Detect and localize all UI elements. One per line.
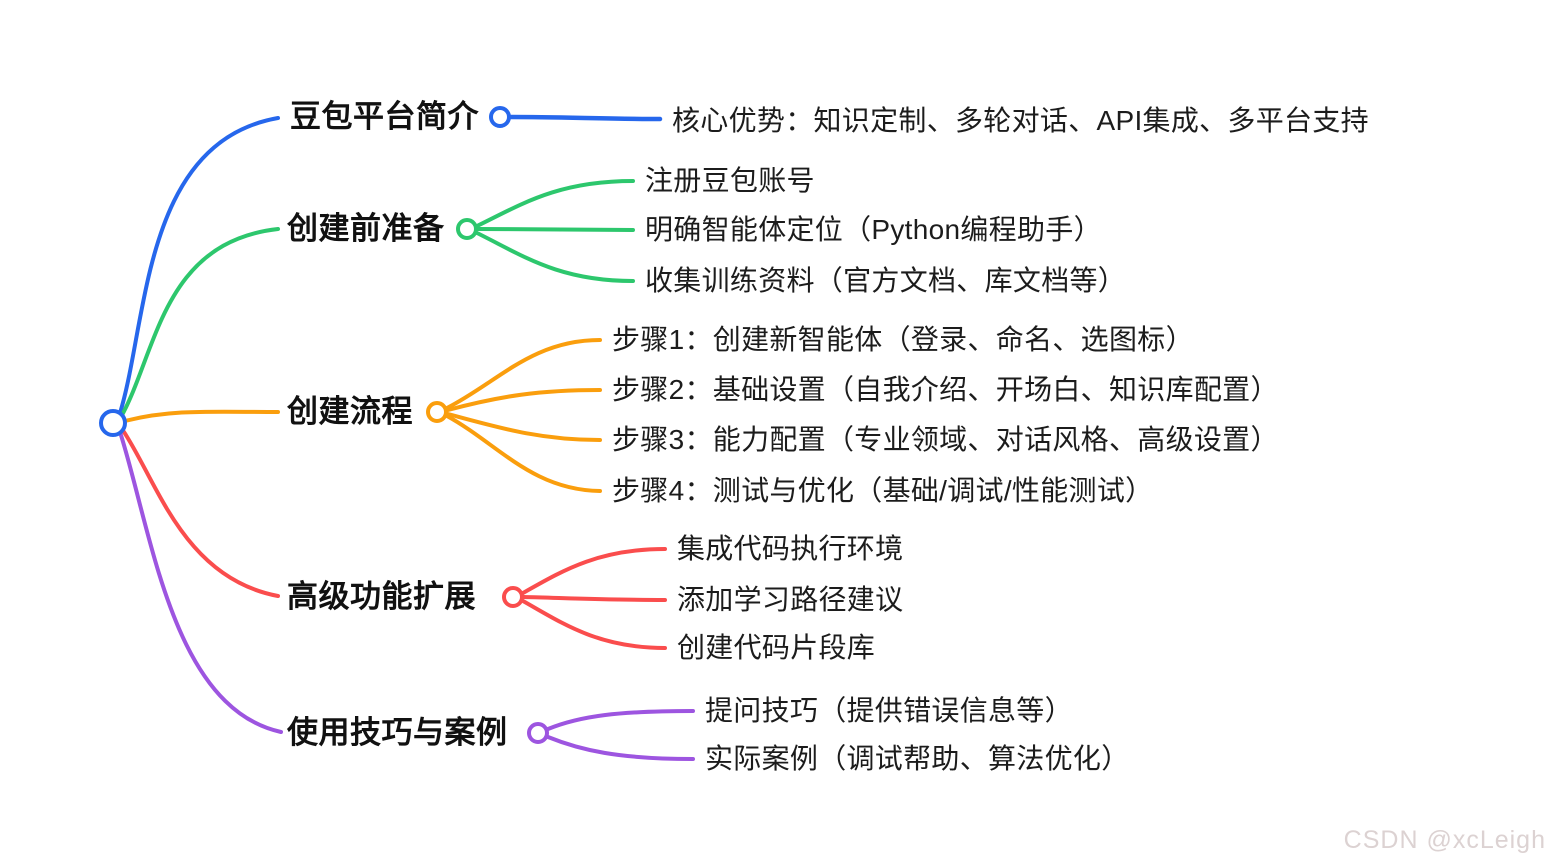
leaf-register-account[interactable]: 注册豆包账号 xyxy=(645,164,815,196)
edge-branch3-leaf3 xyxy=(446,412,602,442)
edge-root-to-branch4 xyxy=(120,427,280,598)
edge-branch3-leaf2 xyxy=(446,388,602,412)
branch2-node-toggle[interactable] xyxy=(456,218,478,240)
branch1-node-toggle[interactable] xyxy=(489,106,511,128)
edge-branch1-leaf1 xyxy=(508,114,663,122)
edge-branch5-leaf2 xyxy=(546,735,695,761)
branch-label-preparation[interactable]: 创建前准备 xyxy=(287,211,445,247)
leaf-step2-basic-settings[interactable]: 步骤2：基础设置（自我介绍、开场白、知识库配置） xyxy=(612,373,1279,405)
leaf-practical-cases[interactable]: 实际案例（调试帮助、算法优化） xyxy=(705,742,1130,774)
edge-branch4-leaf1 xyxy=(521,547,667,595)
edge-branch4-leaf2 xyxy=(522,595,667,602)
edge-root-to-branch5 xyxy=(118,430,283,734)
csdn-watermark: CSDN @xcLeigh xyxy=(1343,826,1546,854)
root-node-circle[interactable] xyxy=(99,409,127,437)
leaf-collect-training-material[interactable]: 收集训练资料（官方文档、库文档等） xyxy=(645,264,1127,296)
leaf-define-agent-position[interactable]: 明确智能体定位（Python编程助手） xyxy=(645,213,1102,245)
edge-root-to-branch2 xyxy=(119,227,280,419)
branch3-node-toggle[interactable] xyxy=(426,401,448,423)
edge-branch2-leaf1 xyxy=(475,179,635,228)
edge-root-to-branch3 xyxy=(123,409,280,423)
branch-label-platform-intro[interactable]: 豆包平台简介 xyxy=(290,99,479,135)
branch-label-creation-flow[interactable]: 创建流程 xyxy=(287,394,413,430)
edge-branch2-leaf3 xyxy=(475,231,635,283)
edge-branch4-leaf3 xyxy=(521,599,667,650)
edge-branch3-leaf4 xyxy=(445,414,602,493)
leaf-question-skills[interactable]: 提问技巧（提供错误信息等） xyxy=(705,694,1073,726)
leaf-core-advantages[interactable]: 核心优势：知识定制、多轮对话、API集成、多平台支持 xyxy=(672,104,1369,136)
branch-label-advanced-features[interactable]: 高级功能扩展 xyxy=(287,579,476,615)
leaf-learning-path-advice[interactable]: 添加学习路径建议 xyxy=(677,583,904,615)
edge-branch3-leaf1 xyxy=(445,338,602,410)
leaf-step3-capability-config[interactable]: 步骤3：能力配置（专业领域、对话风格、高级设置） xyxy=(612,423,1279,455)
leaf-step1-create-agent[interactable]: 步骤1：创建新智能体（登录、命名、选图标） xyxy=(612,323,1194,355)
branch4-node-toggle[interactable] xyxy=(502,586,524,608)
branch5-node-toggle[interactable] xyxy=(527,722,549,744)
edge-root-to-branch1 xyxy=(118,116,280,415)
leaf-code-execution-env[interactable]: 集成代码执行环境 xyxy=(677,532,904,564)
edge-branch2-leaf2 xyxy=(476,227,635,232)
branch-label-tips-cases[interactable]: 使用技巧与案例 xyxy=(287,715,508,751)
edge-branch5-leaf1 xyxy=(546,709,695,731)
leaf-step4-test-optimize[interactable]: 步骤4：测试与优化（基础/调试/性能测试） xyxy=(612,474,1154,506)
leaf-code-snippet-library[interactable]: 创建代码片段库 xyxy=(677,631,876,663)
